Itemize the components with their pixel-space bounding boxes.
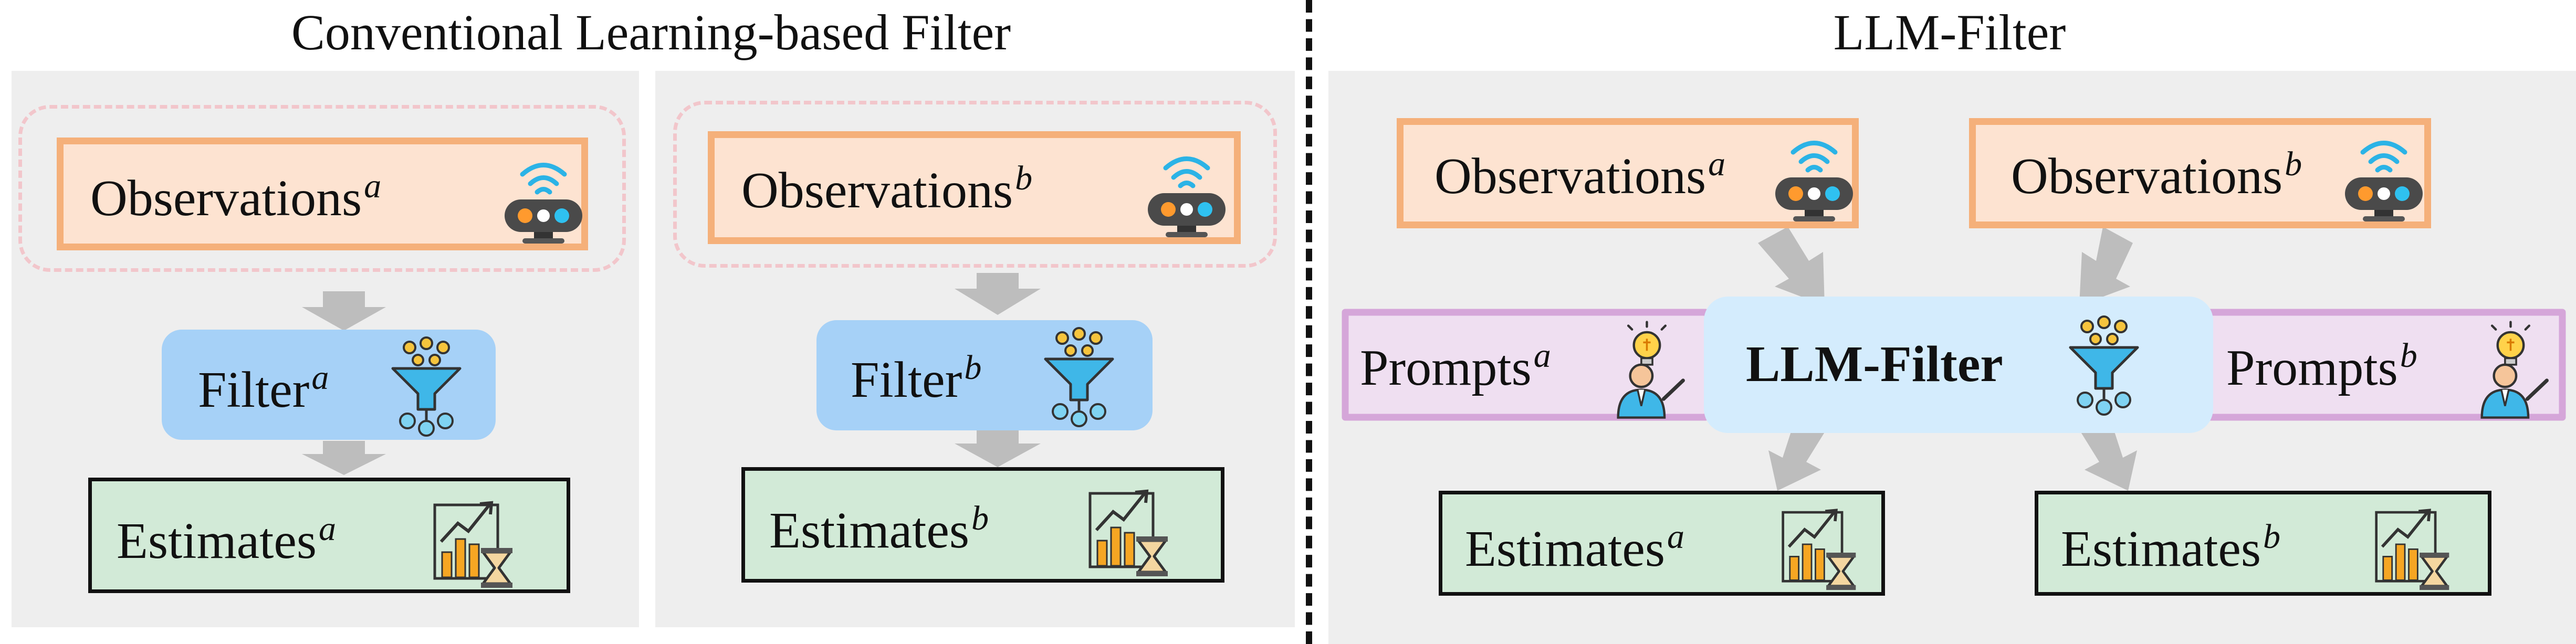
sensor-device-icon: [2342, 131, 2426, 223]
llm-estimates-sup-a: a: [1667, 518, 1685, 556]
llm-observations-sup-a: a: [1708, 145, 1726, 183]
observations-sup-a: a: [364, 167, 382, 205]
sensor-device-icon: [501, 153, 585, 245]
observation-group-b: [673, 101, 1277, 268]
estimates-label-a: Estimatesa: [117, 512, 336, 567]
arrow-obs-b-to-llm: [2079, 227, 2133, 305]
sensor-device-icon: [1145, 147, 1229, 239]
filter-text-b: Filter: [851, 352, 962, 408]
arrow-filter-to-estimates-a: [302, 441, 386, 475]
observations-text-b: Observations: [741, 162, 1013, 219]
filter-sup-a: a: [311, 358, 329, 397]
arrow-obs-to-filter-b: [955, 273, 1041, 315]
estimates-sup-a: a: [319, 510, 337, 548]
llm-observations-text-a: Observations: [1434, 148, 1706, 205]
chart-hourglass-icon: [1780, 498, 1859, 591]
llm-estimates-text-a: Estimates: [1465, 521, 1666, 577]
person-lightbulb-icon: [2463, 320, 2554, 420]
filter-text-a: Filter: [198, 362, 310, 418]
observation-group-a: [18, 105, 626, 272]
llm-filter-box: [1704, 297, 2213, 433]
llm-observations-box-b: [1969, 118, 2431, 228]
prompts-text-b: Prompts: [2226, 340, 2398, 396]
filter-sup-b: b: [964, 349, 982, 387]
arrow-filter-to-estimates-b: [955, 430, 1041, 467]
prompts-label-b: Promptsb: [2226, 339, 2417, 394]
estimates-text-b: Estimates: [769, 502, 970, 559]
arrow-llm-to-est-a: [1768, 417, 1825, 491]
person-lightbulb-icon: [1599, 320, 1691, 420]
llm-observations-label-a: Observationsa: [1434, 145, 1726, 205]
prompts-label-a: Promptsa: [1360, 339, 1551, 394]
funnel-filter-icon: [1041, 326, 1117, 427]
prompts-sup-a: a: [1533, 336, 1551, 375]
llm-observations-label-b: Observationsb: [2011, 145, 2302, 205]
arrow-llm-to-est-b: [2080, 417, 2137, 491]
observations-label-b: Observationsb: [741, 159, 1033, 219]
prompts-text-a: Prompts: [1360, 340, 1532, 396]
observations-sup-b: b: [1015, 159, 1033, 197]
filter-label-a: Filtera: [198, 361, 329, 416]
llm-observations-text-b: Observations: [2011, 148, 2283, 205]
llm-estimates-label-a: Estimatesa: [1465, 520, 1684, 575]
observations-box-a: [57, 138, 588, 250]
llm-filter-text: LLM-Filter: [1746, 336, 2003, 393]
estimates-sup-b: b: [971, 499, 989, 537]
llm-estimates-text-b: Estimates: [2061, 521, 2261, 577]
section-divider: [1306, 0, 1312, 644]
chart-hourglass-icon: [432, 489, 516, 589]
llm-observations-sup-b: b: [2285, 145, 2302, 183]
observations-box-b: [708, 131, 1241, 244]
arrow-obs-a-to-llm: [1758, 227, 1825, 305]
sensor-device-icon: [1772, 131, 1856, 223]
prompts-sup-b: b: [2400, 336, 2417, 375]
right-panel-title: LLM-Filter: [1833, 4, 2066, 60]
llm-estimates-sup-b: b: [2263, 518, 2281, 556]
observations-text-a: Observations: [90, 170, 362, 227]
llm-filter-label: LLM-Filter: [1746, 339, 2003, 390]
filter-label-b: Filterb: [851, 351, 981, 406]
funnel-filter-icon: [389, 336, 464, 437]
chart-hourglass-icon: [1087, 478, 1171, 577]
llm-estimates-label-b: Estimatesb: [2061, 520, 2280, 575]
chart-hourglass-icon: [2373, 498, 2452, 591]
left-panel-title: Conventional Learning-based Filter: [291, 4, 1011, 60]
estimates-text-a: Estimates: [117, 513, 317, 569]
observations-label-a: Observationsa: [90, 167, 382, 227]
funnel-filter-icon: [2066, 315, 2142, 416]
arrow-obs-to-filter-a: [302, 291, 386, 331]
estimates-label-b: Estimatesb: [769, 499, 989, 559]
llm-observations-box-a: [1397, 118, 1859, 228]
